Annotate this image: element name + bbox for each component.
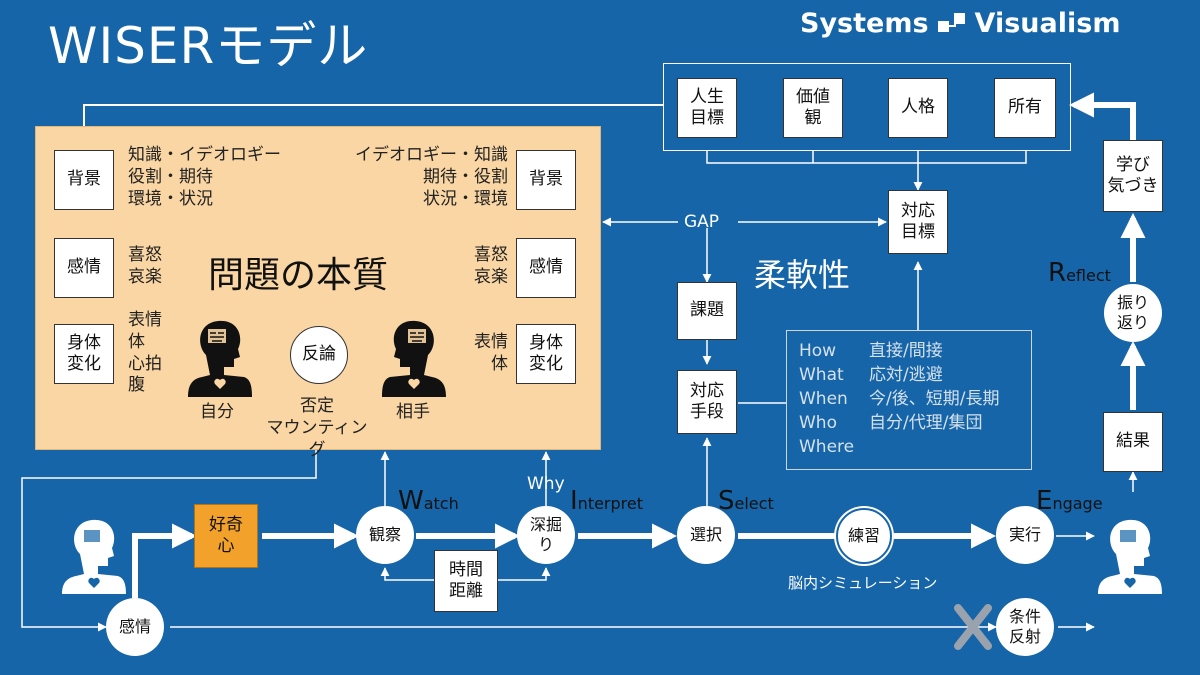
end-person-icon	[1098, 519, 1162, 594]
self-body-box: 身体 変化	[54, 324, 114, 384]
logo-text-right: Visualism	[974, 8, 1121, 39]
self-label: 自分	[200, 402, 234, 422]
other-emotion-box: 感情	[516, 238, 576, 298]
self-emotion-box: 感情	[54, 238, 114, 298]
means-box: 対応 手段	[677, 370, 737, 434]
gap-label: GAP	[684, 212, 720, 232]
reflect-circle: 振り 返り	[1104, 284, 1162, 342]
stage-engage: Engage	[1036, 486, 1103, 516]
x-mark-icon	[954, 604, 992, 650]
time-distance-box: 時間 距離	[434, 550, 498, 612]
observe-circle: 観察	[356, 506, 414, 564]
life-goal-box: 人生 目標	[677, 78, 737, 138]
stage-watch: Watch	[398, 486, 459, 516]
values-group	[663, 63, 1071, 151]
self-emotion-text: 喜怒 哀楽	[128, 245, 162, 287]
other-person-icon	[382, 320, 446, 397]
flexibility-label: 柔軟性	[754, 256, 851, 294]
self-body-text: 表情 体 心拍 腹	[128, 310, 162, 396]
why-label: Why	[527, 474, 565, 494]
systems-visualism-logo-icon	[937, 12, 967, 36]
stage-reflect: Reflect	[1048, 258, 1111, 288]
ownership-box: 所有	[994, 78, 1056, 138]
other-label: 相手	[396, 402, 430, 422]
self-background-text: 知識・イデオロギー 役割・期待 環境・状況	[128, 145, 281, 209]
result-box: 結果	[1103, 412, 1163, 472]
logo: Systems Visualism	[800, 8, 1120, 39]
practice-circle: 練習	[836, 508, 892, 564]
other-background-box: 背景	[516, 150, 576, 210]
stage-interpret: Interpret	[570, 486, 644, 516]
conditional-reflex-circle: 条件 反射	[996, 598, 1054, 656]
other-body-box: 身体 変化	[516, 324, 576, 384]
panel-heading: 問題の本質	[208, 255, 389, 296]
curiosity-box: 好奇 心	[194, 504, 258, 568]
response-goal-box: 対応 目標	[888, 190, 948, 254]
issue-box: 課題	[677, 282, 737, 340]
rebuttal-circle: 反論	[290, 326, 348, 384]
select-circle: 選択	[677, 506, 735, 564]
negation-text: 否定 マウンティング	[266, 396, 368, 460]
self-background-box: 背景	[54, 150, 114, 210]
other-emotion-text: 喜怒 哀楽	[474, 245, 508, 287]
learning-box: 学び 気づき	[1103, 140, 1163, 212]
personality-box: 人格	[888, 78, 948, 138]
simulation-label: 脳内シミュレーション	[788, 574, 938, 592]
page-title: WISERモデル	[48, 17, 369, 75]
dig-circle: 深掘 り	[517, 506, 575, 564]
execute-circle: 実行	[996, 506, 1054, 564]
logo-text-left: Systems	[800, 8, 929, 39]
self-person-icon	[188, 320, 252, 397]
info-row-where: Where	[799, 437, 855, 457]
other-body-text: 表情 体	[474, 332, 508, 374]
start-person-icon	[62, 519, 126, 594]
emotion-circle: 感情	[106, 598, 164, 656]
stage-select: Select	[718, 486, 774, 516]
other-background-text: イデオロギー・知識 期待・役割 状況・環境	[355, 145, 508, 209]
problem-essence-panel	[35, 126, 601, 450]
values-box: 価値 観	[783, 78, 843, 138]
